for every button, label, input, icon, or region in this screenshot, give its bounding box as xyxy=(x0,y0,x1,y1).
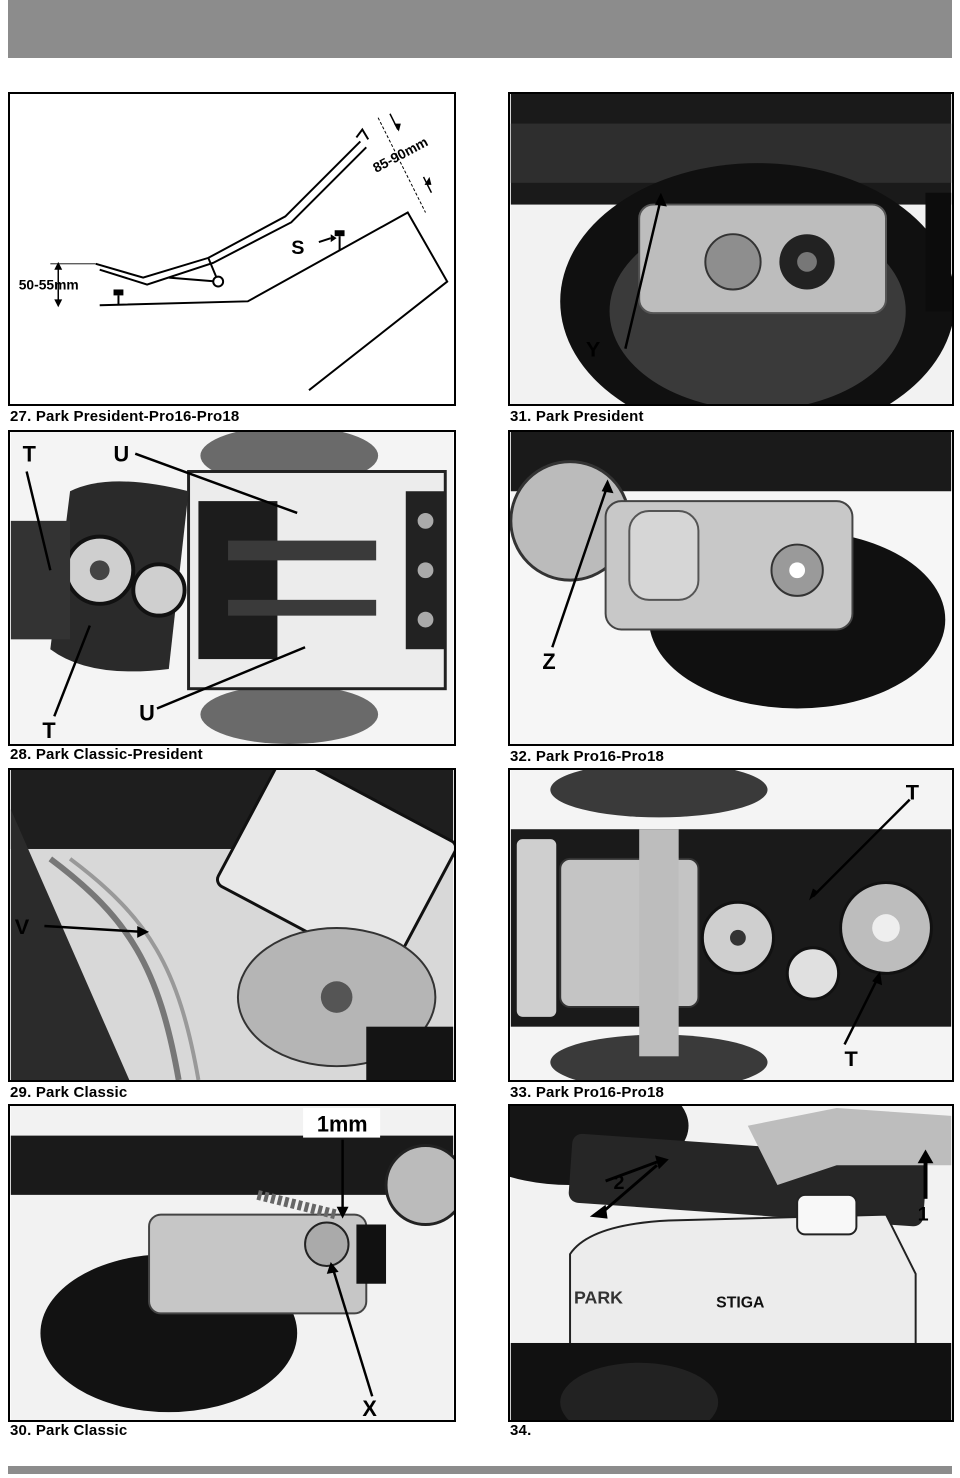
brake-adjustment-photo: 1mm X xyxy=(10,1106,454,1420)
dimension-lower: 50-55mm xyxy=(19,276,79,292)
belt-tension-photo: T T xyxy=(510,770,952,1080)
figure-30-photo: 1mm X xyxy=(8,1104,456,1422)
footer-band xyxy=(8,1466,952,1474)
figure-33-photo: T T xyxy=(508,768,954,1082)
label-s: S xyxy=(291,237,304,259)
label-step-2: 2 xyxy=(613,1172,624,1194)
label-t-bottom: T xyxy=(42,718,56,743)
label-x: X xyxy=(362,1396,377,1420)
label-t-top: T xyxy=(23,442,37,467)
label-v: V xyxy=(15,914,30,939)
label-u-top: U xyxy=(114,442,130,467)
label-u-bottom: U xyxy=(139,700,155,725)
label-z: Z xyxy=(542,649,555,674)
caption-fig-33: 33. Park Pro16-Pro18 xyxy=(510,1084,665,1101)
figure-32-photo: Z xyxy=(508,430,954,746)
caption-fig-30: 30. Park Classic xyxy=(10,1422,128,1439)
figure-28-photo: T U T U xyxy=(8,430,456,746)
caption-fig-29: 29. Park Classic xyxy=(10,1084,128,1101)
figure-34-photo: PARK STIGA 2 1 xyxy=(508,1104,954,1422)
figure-31-photo: Y xyxy=(508,92,954,406)
caption-fig-28: 28. Park Classic-President xyxy=(10,746,203,763)
caption-fig-27: 27. Park President-Pro16-Pro18 xyxy=(10,408,240,425)
brand-stiga-text: STIGA xyxy=(716,1294,764,1311)
seat-lever-diagram: 85-90mm 50-55mm S xyxy=(19,113,449,391)
label-t-top: T xyxy=(906,780,920,805)
label-gap: 1mm xyxy=(317,1112,368,1137)
caption-fig-32: 32. Park Pro16-Pro18 xyxy=(510,748,665,765)
label-step-1: 1 xyxy=(918,1204,929,1226)
header-band xyxy=(8,0,952,58)
transmission-photo: Y xyxy=(510,94,952,404)
figure-29-photo: V xyxy=(8,768,456,1082)
label-y: Y xyxy=(586,337,601,362)
dimension-upper: 85-90mm xyxy=(370,133,430,175)
caption-fig-31: 31. Park President xyxy=(510,408,644,425)
belt-drive-underside-photo: T U T U xyxy=(10,432,454,744)
brand-park-text: PARK xyxy=(574,1287,623,1307)
cover-removal-photo: PARK STIGA 2 1 xyxy=(510,1106,952,1420)
label-t-bottom: T xyxy=(845,1046,859,1071)
figure-27-diagram: 85-90mm 50-55mm S xyxy=(8,92,456,406)
caption-fig-34: 34. xyxy=(510,1422,532,1439)
cable-routing-photo: V xyxy=(10,770,454,1080)
gearbox-photo: Z xyxy=(510,432,952,744)
